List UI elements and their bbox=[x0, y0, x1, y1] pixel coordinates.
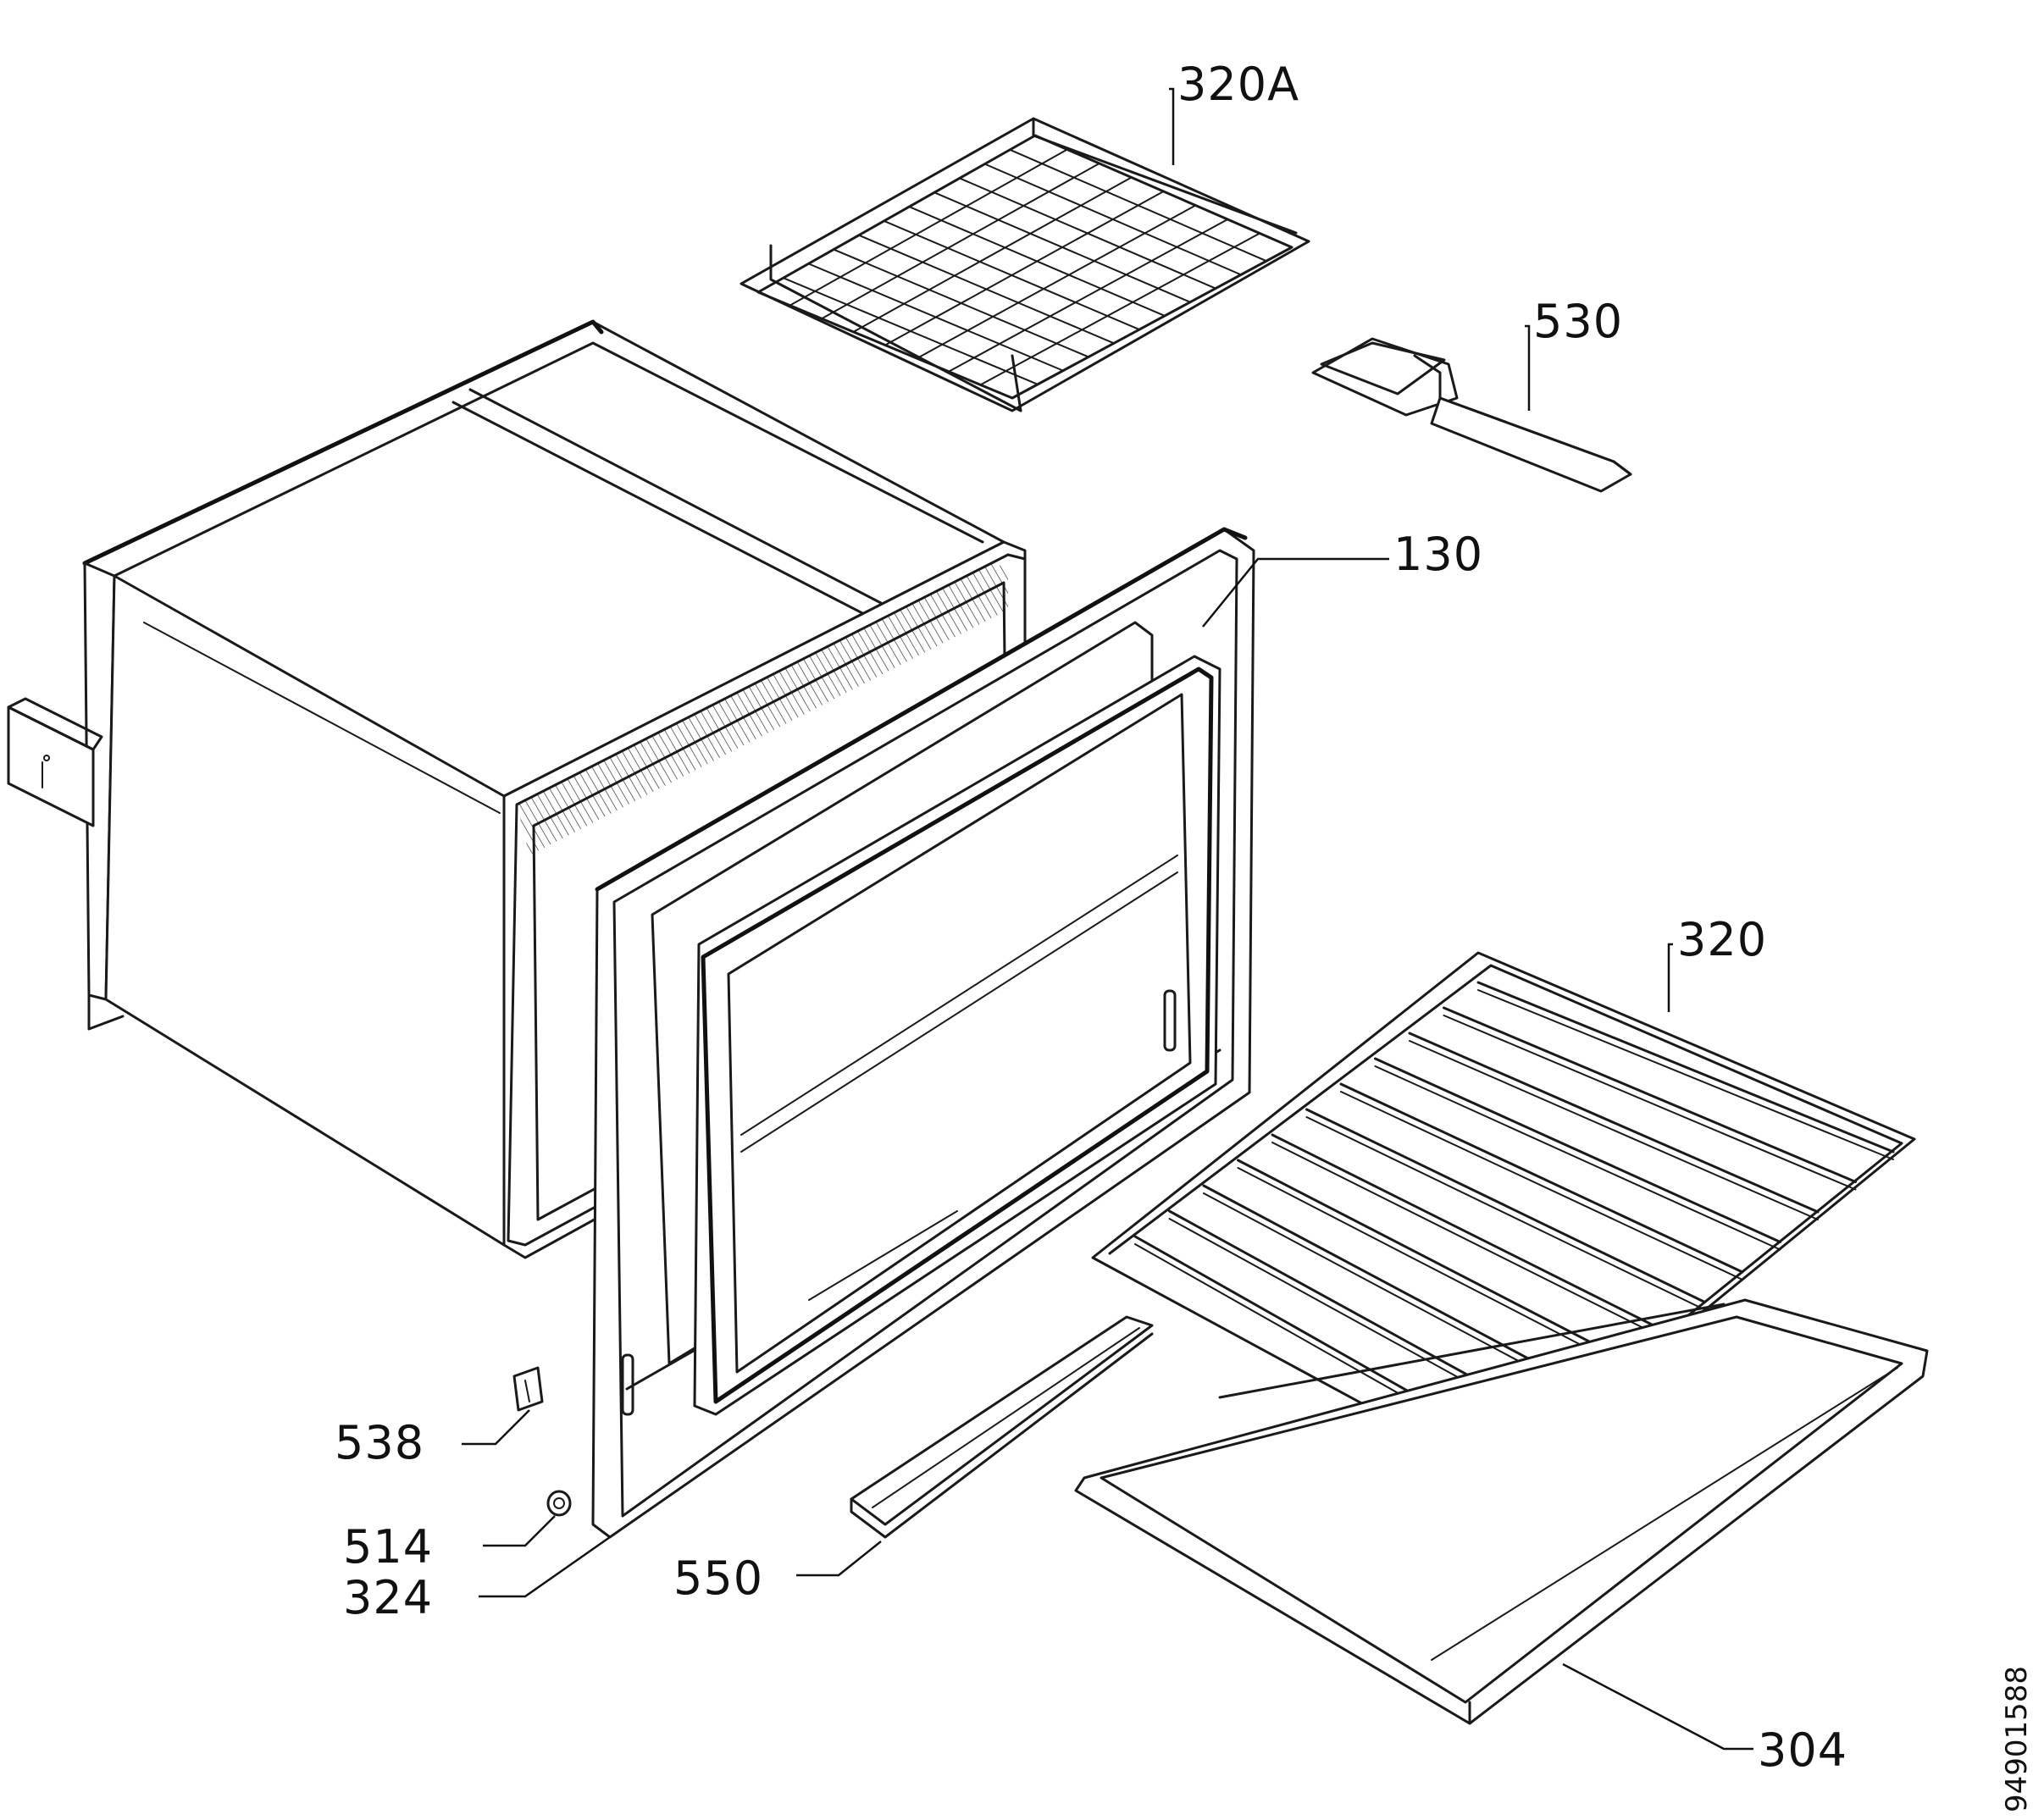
rack-wire bbox=[884, 191, 1165, 346]
label-538: 538 bbox=[335, 1416, 424, 1469]
rack-wire bbox=[979, 232, 1261, 386]
rack-bar-edge bbox=[1340, 1091, 1743, 1281]
rack-bar bbox=[1443, 1006, 1857, 1183]
rack-wire bbox=[1009, 148, 1267, 263]
oven-handle bbox=[1311, 337, 1632, 493]
rack-wire bbox=[833, 248, 1089, 358]
label-530: 530 bbox=[1533, 295, 1623, 348]
rack-bar bbox=[1476, 981, 1895, 1153]
lower-rack-bars bbox=[1133, 981, 1895, 1461]
rack-wire bbox=[908, 206, 1166, 317]
rack-bar bbox=[1374, 1057, 1781, 1243]
upper-rack-grid bbox=[782, 148, 1267, 386]
rack-wire bbox=[782, 277, 1039, 385]
screw-514 bbox=[546, 1490, 572, 1517]
rack-wire bbox=[958, 177, 1216, 290]
door-inner-frame bbox=[591, 527, 1255, 1539]
rack-wire bbox=[857, 234, 1115, 345]
rack-wire bbox=[789, 148, 1068, 307]
rack-bar-edge bbox=[1409, 1040, 1819, 1220]
upper-wire-rack bbox=[740, 117, 1310, 412]
lower-wire-rack bbox=[1091, 951, 1916, 1480]
rack-wire bbox=[948, 219, 1229, 373]
leader-lines bbox=[462, 87, 1753, 1751]
label-514: 514 bbox=[343, 1520, 433, 1574]
rack-bar bbox=[1271, 1133, 1669, 1334]
label-320: 320 bbox=[1677, 913, 1767, 966]
rack-bar-edge bbox=[1443, 1015, 1857, 1191]
document-number: 94901588 bbox=[2000, 1666, 2033, 1812]
rack-bar-edge bbox=[1271, 1142, 1668, 1341]
rack-wire bbox=[852, 176, 1133, 333]
part-labels: 320A 530 130 320 538 514 324 550 304 949… bbox=[335, 58, 2033, 1812]
rack-bar bbox=[1237, 1159, 1631, 1364]
rack-bar-edge bbox=[1477, 989, 1894, 1160]
rack-bar bbox=[1305, 1108, 1706, 1303]
label-320a: 320A bbox=[1177, 58, 1299, 111]
label-324: 324 bbox=[343, 1571, 433, 1624]
label-130: 130 bbox=[1393, 528, 1483, 581]
rack-bar-edge bbox=[1305, 1116, 1706, 1311]
rack-wire bbox=[821, 163, 1100, 320]
rack-wire bbox=[916, 204, 1197, 360]
rack-wire bbox=[807, 263, 1064, 372]
baking-tray bbox=[1074, 1298, 1929, 1725]
label-550: 550 bbox=[673, 1552, 763, 1605]
rack-bar-edge bbox=[1237, 1167, 1631, 1371]
small-bracket-538 bbox=[512, 1366, 544, 1412]
label-304: 304 bbox=[1758, 1723, 1847, 1777]
rack-bar-edge bbox=[1374, 1065, 1781, 1251]
rack-wire bbox=[933, 191, 1191, 303]
rack-bar bbox=[1408, 1032, 1820, 1214]
trim-bar bbox=[850, 1315, 1154, 1539]
rack-wire bbox=[883, 219, 1140, 331]
rack-bar bbox=[1339, 1082, 1744, 1274]
rack-wire bbox=[983, 163, 1242, 276]
